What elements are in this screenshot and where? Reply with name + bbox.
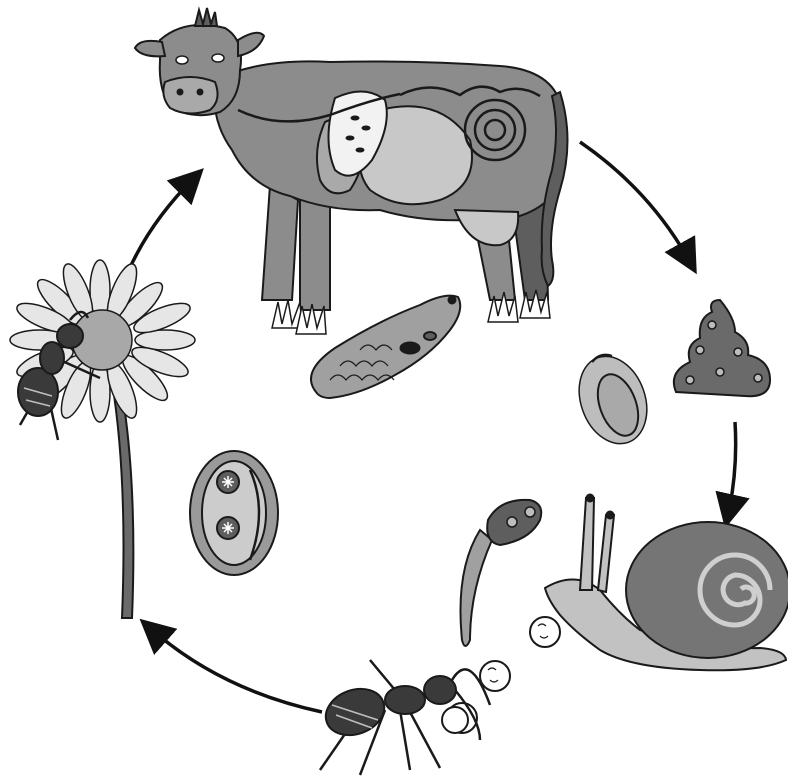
- ant-icon: [319, 660, 490, 775]
- cow-front-leg-right: [300, 190, 330, 310]
- snail-icon: [545, 494, 788, 670]
- cow-front-leg-left: [262, 185, 298, 300]
- fluke-in-liver-2: [362, 126, 370, 130]
- daisy-flower-icon: [10, 260, 195, 618]
- arrow-flower-to-cow: [128, 178, 194, 272]
- cow-hair-tuft: [195, 8, 217, 26]
- cow-ear-left: [135, 41, 165, 56]
- ant-head: [424, 676, 456, 704]
- cow-dung-icon: [674, 300, 770, 396]
- ant-leg-3: [400, 710, 410, 770]
- fluke-in-liver-1: [351, 116, 359, 120]
- cow-icon: [135, 8, 568, 334]
- cercaria-oral-sucker: [525, 507, 535, 517]
- fluke-oral-sucker: [448, 296, 456, 304]
- fluke-in-liver-3: [346, 136, 354, 140]
- arrow-snail-to-ant: [150, 628, 322, 712]
- cow-nostril-left: [177, 89, 183, 95]
- cow-eye-left: [176, 56, 188, 64]
- arrow-cow-to-dung: [580, 142, 690, 262]
- dung-egg-2: [696, 346, 704, 354]
- dung-egg-3: [734, 348, 742, 356]
- cercaria-icon: [460, 500, 541, 646]
- dung-egg-6: [686, 376, 694, 384]
- snail-eye-left: [586, 494, 594, 502]
- ant-leg-5: [370, 660, 395, 690]
- cercaria-tail: [460, 530, 492, 646]
- snail-eye-right: [606, 511, 614, 519]
- ant-brain-cyst: [442, 707, 468, 733]
- cow-nostril-right: [197, 89, 203, 95]
- dung-egg-4: [716, 368, 724, 376]
- arrow-dung-to-snail: [728, 422, 736, 515]
- cow-udder: [455, 210, 518, 245]
- ant-thorax: [385, 686, 425, 714]
- fluke-body: [311, 296, 460, 398]
- fluke-testis-1: [400, 342, 420, 354]
- ant-leg-4: [410, 712, 440, 768]
- slime-ball-1: [530, 617, 560, 647]
- slime-ball-2: [480, 661, 510, 691]
- flower-ant-head: [57, 324, 83, 348]
- dung-egg-5: [754, 374, 762, 382]
- snail-shell: [626, 522, 788, 658]
- fluke-in-liver-4: [356, 148, 364, 152]
- cow-muzzle: [163, 77, 217, 114]
- snail-tentacle-left: [580, 498, 594, 590]
- dung-egg-1: [708, 321, 716, 329]
- cow-eye-right: [212, 54, 224, 62]
- fluke-testis-2: [424, 332, 436, 340]
- adult-fluke-icon: [311, 296, 460, 398]
- cow-ear-right: [238, 33, 264, 56]
- flower-ant-thorax: [40, 342, 64, 374]
- cercaria-ventral-sucker: [507, 517, 517, 527]
- metacercaria-cyst-icon: [190, 451, 278, 575]
- fluke-egg-icon: [568, 347, 659, 453]
- snail-tentacle-right: [598, 515, 614, 592]
